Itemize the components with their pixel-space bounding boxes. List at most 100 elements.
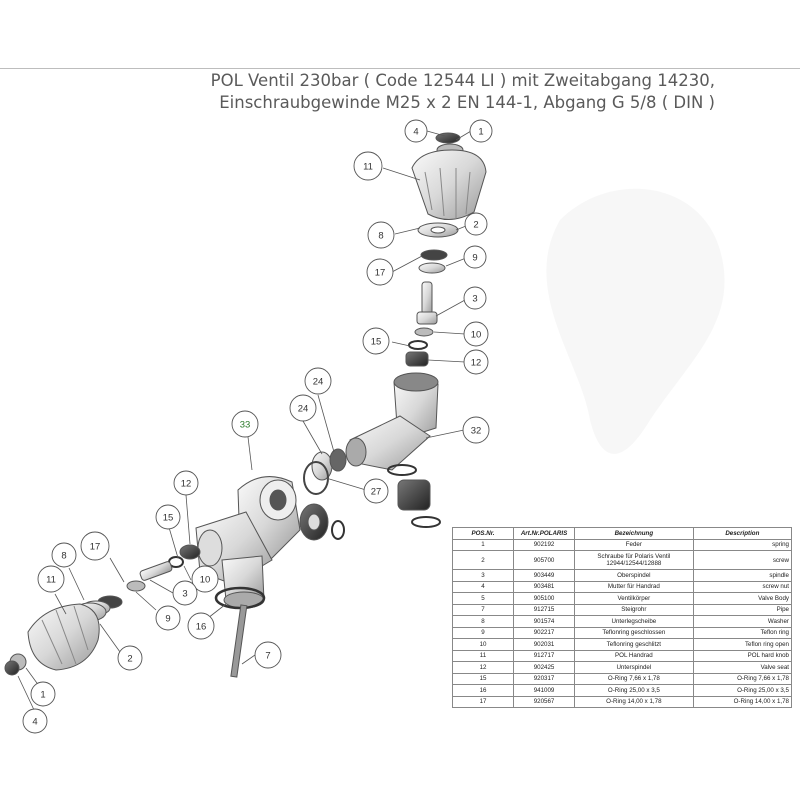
cell-description: screw nut xyxy=(692,580,793,593)
cell-art: 903481 xyxy=(513,580,576,593)
cell-description: O-Ring 7,66 x 1,78 xyxy=(692,672,793,685)
cell-pos: 7 xyxy=(451,603,515,616)
oring-upper xyxy=(420,249,448,261)
svg-text:10: 10 xyxy=(471,330,482,341)
table-row: 12 902425 Unterspindel Valve seat xyxy=(451,661,793,674)
leader-lines xyxy=(17,130,472,713)
table-row: 4 903481 Mutter für Handrad screw nut xyxy=(451,580,793,593)
callout-1-lower: 1 xyxy=(30,681,56,707)
table-row: 5 905100 Ventilkörper Valve Body xyxy=(451,592,793,605)
cell-description: Teflon ring xyxy=(692,626,793,639)
cell-description: screw xyxy=(692,550,793,570)
svg-text:17: 17 xyxy=(90,542,101,553)
cell-art: 920317 xyxy=(513,672,576,685)
cell-art: 902425 xyxy=(513,661,576,674)
t-piece-body xyxy=(195,476,345,678)
handwheel-lower xyxy=(27,603,100,671)
cell-bezeichnung: Unterspindel xyxy=(574,661,694,674)
cell-description: Valve seat xyxy=(692,661,793,674)
svg-text:4: 4 xyxy=(413,127,418,138)
table-row: 11 912717 POL Handrad POL hard knob xyxy=(451,649,793,662)
cell-bezeichnung: Mutter für Handrad xyxy=(574,580,694,593)
cell-pos: 12 xyxy=(451,661,515,674)
callout-3-lower: 3 xyxy=(172,580,198,606)
cell-bezeichnung: Oberspindel xyxy=(574,569,694,582)
svg-text:3: 3 xyxy=(472,294,477,305)
cell-description: Washer xyxy=(692,615,793,628)
svg-text:9: 9 xyxy=(165,614,170,625)
svg-text:24: 24 xyxy=(298,404,309,415)
cell-bezeichnung: Unterlegscheibe xyxy=(574,615,694,628)
cell-pos: 2 xyxy=(451,550,515,570)
svg-text:32: 32 xyxy=(471,426,482,437)
cell-pos: 1 xyxy=(451,538,515,551)
cell-bezeichnung: Ventilkörper xyxy=(574,592,694,605)
cell-bezeichnung: Schraube für Polaris Ventil 12944/12544/… xyxy=(574,550,694,570)
ring-24a xyxy=(311,451,333,481)
svg-text:33: 33 xyxy=(240,420,251,431)
cell-art: 912715 xyxy=(513,603,576,616)
cell-description: spring xyxy=(692,538,793,551)
callout-27: 27 xyxy=(363,478,389,504)
valve-body xyxy=(345,372,441,528)
cell-art: 903449 xyxy=(513,569,576,582)
cell-pos: 15 xyxy=(451,672,515,685)
callout-12-lower: 12 xyxy=(173,470,199,496)
svg-text:15: 15 xyxy=(163,513,174,524)
cell-art: 905100 xyxy=(513,592,576,605)
table-row: 3 903449 Oberspindel spindle xyxy=(451,569,793,582)
table-row: 1 902192 Feder spring xyxy=(451,538,793,551)
callout-2-upper: 2 xyxy=(464,212,488,236)
table-row: 10 902031 Teflonring geschlitzt Teflon r… xyxy=(451,638,793,651)
callout-16: 16 xyxy=(187,612,215,640)
cell-art: 902192 xyxy=(513,538,576,551)
svg-text:12: 12 xyxy=(181,479,192,490)
svg-text:24: 24 xyxy=(313,377,324,388)
outlet-plug xyxy=(397,479,431,511)
svg-text:27: 27 xyxy=(371,487,382,498)
cell-art: 941009 xyxy=(513,684,576,697)
col-header-description: Description xyxy=(692,527,793,540)
table-row: 15 920317 O-Ring 7,66 x 1,78 O-Ring 7,66… xyxy=(451,672,793,685)
cell-bezeichnung: O-Ring 14,00 x 1,78 xyxy=(574,695,694,708)
table-row: 16 941009 O-Ring 25,00 x 3,5 O-Ring 25,0… xyxy=(451,684,793,697)
cell-pos: 11 xyxy=(451,649,515,662)
svg-text:9: 9 xyxy=(472,253,477,264)
background-watermark xyxy=(546,188,725,454)
svg-text:8: 8 xyxy=(61,551,66,562)
oring-small-upper xyxy=(408,340,428,350)
svg-text:17: 17 xyxy=(375,268,386,279)
cell-bezeichnung: Teflonring geschlossen xyxy=(574,626,694,639)
callout-17-upper: 17 xyxy=(366,258,394,286)
callout-24b: 24 xyxy=(289,394,317,422)
callout-7: 7 xyxy=(254,641,282,669)
cell-description: Pipe xyxy=(692,603,793,616)
teflon-ring-upper xyxy=(418,262,446,274)
table-row: 17 920567 O-Ring 14,00 x 1,78 O-Ring 14,… xyxy=(451,695,793,708)
ring-27 xyxy=(303,461,329,495)
cell-pos: 16 xyxy=(451,684,515,697)
svg-text:12: 12 xyxy=(471,358,482,369)
svg-text:2: 2 xyxy=(473,220,478,231)
callout-12-upper: 12 xyxy=(463,349,489,375)
cell-description: O-Ring 14,00 x 1,78 xyxy=(692,695,793,708)
col-header-bezeichnung: Bezeichnung xyxy=(574,527,694,540)
callout-10-upper: 10 xyxy=(463,321,489,347)
callout-15-lower: 15 xyxy=(155,504,181,530)
callout-17-lower: 17 xyxy=(80,531,110,561)
handwheel-upper xyxy=(411,149,487,220)
lower-handwheel-assembly xyxy=(4,544,201,676)
cell-description: Valve Body xyxy=(692,592,793,605)
svg-text:15: 15 xyxy=(371,337,382,348)
cell-bezeichnung: O-Ring 25,00 x 3,5 xyxy=(574,684,694,697)
callout-2-lower: 2 xyxy=(117,645,143,671)
cell-art: 902031 xyxy=(513,638,576,651)
cell-pos: 17 xyxy=(451,695,515,708)
cell-description: Teflon ring open xyxy=(692,638,793,651)
cell-bezeichnung: Teflonring geschlitzt xyxy=(574,638,694,651)
parts-list-table: POS.Nr. Art.Nr.POLARIS Bezeichnung Descr… xyxy=(451,527,793,708)
cell-art: 920567 xyxy=(513,695,576,708)
callouts: 4 1 11 8 2 17 9 3 10 15 12 24 24 32 27 3… xyxy=(22,119,493,734)
table-row: 7 912715 Steigrohr Pipe xyxy=(451,603,793,616)
